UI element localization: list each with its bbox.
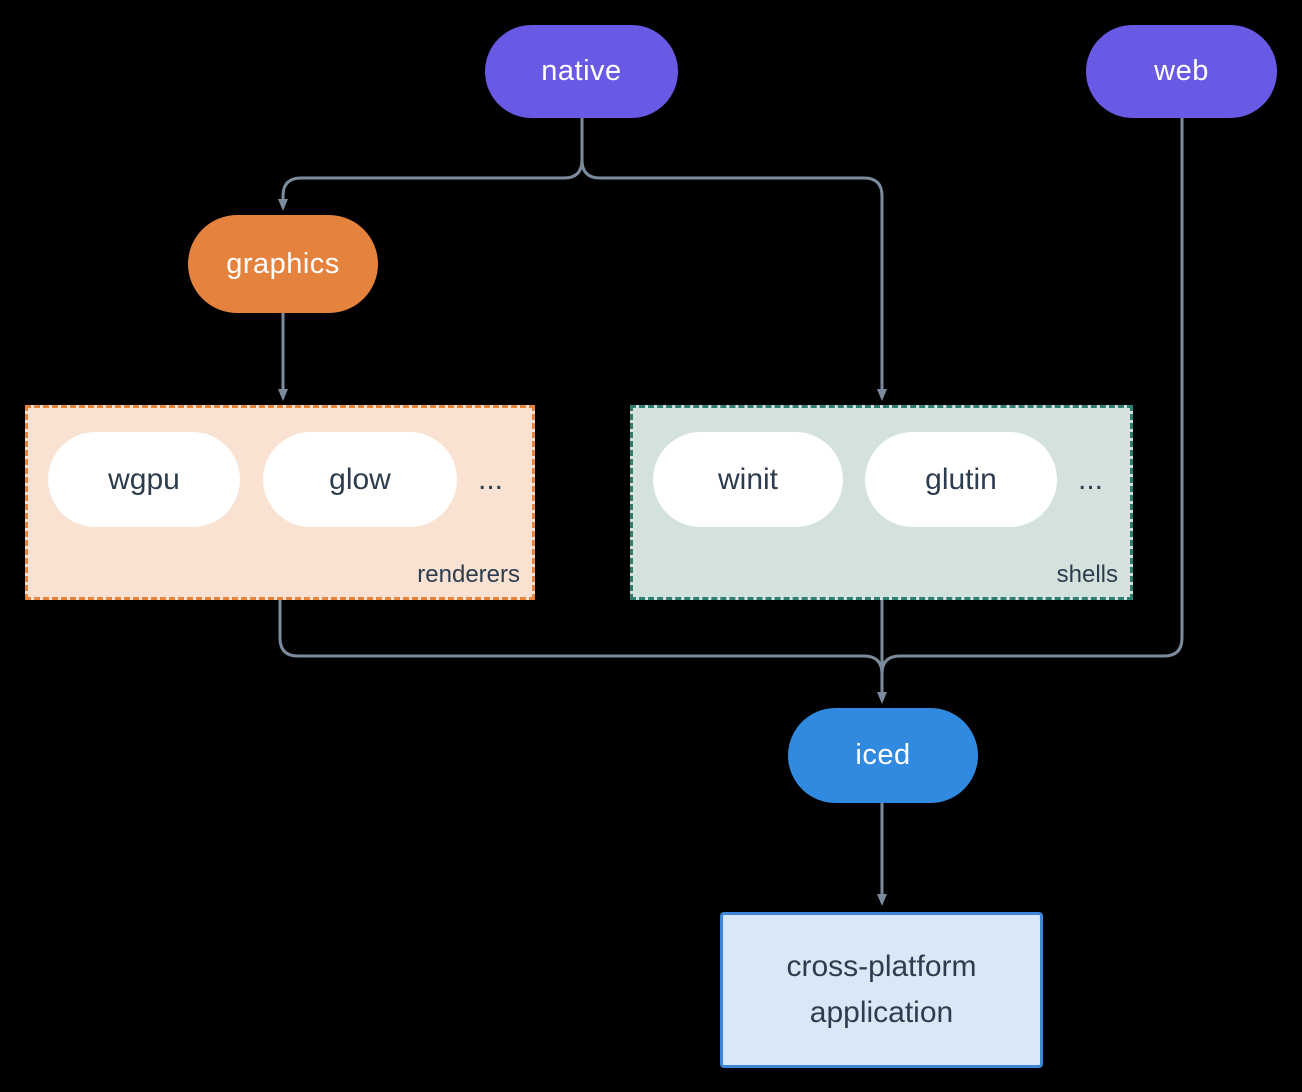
renderers-label: renderers xyxy=(417,561,520,588)
edge-renderers-merge xyxy=(278,600,884,675)
node-native-label: native xyxy=(541,55,622,87)
pill-glow-label: glow xyxy=(329,462,391,496)
pill-glutin: glutin xyxy=(865,432,1057,527)
node-native: native xyxy=(485,25,678,118)
edge-native-graphics xyxy=(278,118,584,211)
edge-web-merge xyxy=(880,118,1184,675)
pill-glow: glow xyxy=(263,432,457,527)
node-iced-label: iced xyxy=(855,739,911,771)
app-box-line1: cross-platform xyxy=(786,949,977,983)
app-box: cross-platform application xyxy=(720,912,1043,1068)
pill-winit-label: winit xyxy=(717,462,778,496)
node-graphics: graphics xyxy=(188,215,378,313)
pill-wgpu-label: wgpu xyxy=(108,462,180,496)
pill-winit: winit xyxy=(653,432,843,527)
shells-ellipsis: ... xyxy=(1078,463,1104,496)
pill-glutin-label: glutin xyxy=(925,462,997,496)
node-web: web xyxy=(1086,25,1277,118)
group-renderers: wgpu glow ... renderers xyxy=(25,405,535,600)
app-box-line2: application xyxy=(809,996,954,1029)
node-web-label: web xyxy=(1154,55,1209,87)
renderers-ellipsis: ... xyxy=(478,463,504,496)
node-graphics-label: graphics xyxy=(226,247,340,280)
pill-wgpu: wgpu xyxy=(48,432,240,527)
node-iced: iced xyxy=(788,708,978,803)
edge-native-shells xyxy=(580,118,887,401)
shells-label: shells xyxy=(1056,561,1118,588)
group-shells: winit glutin ... shells xyxy=(630,405,1133,600)
